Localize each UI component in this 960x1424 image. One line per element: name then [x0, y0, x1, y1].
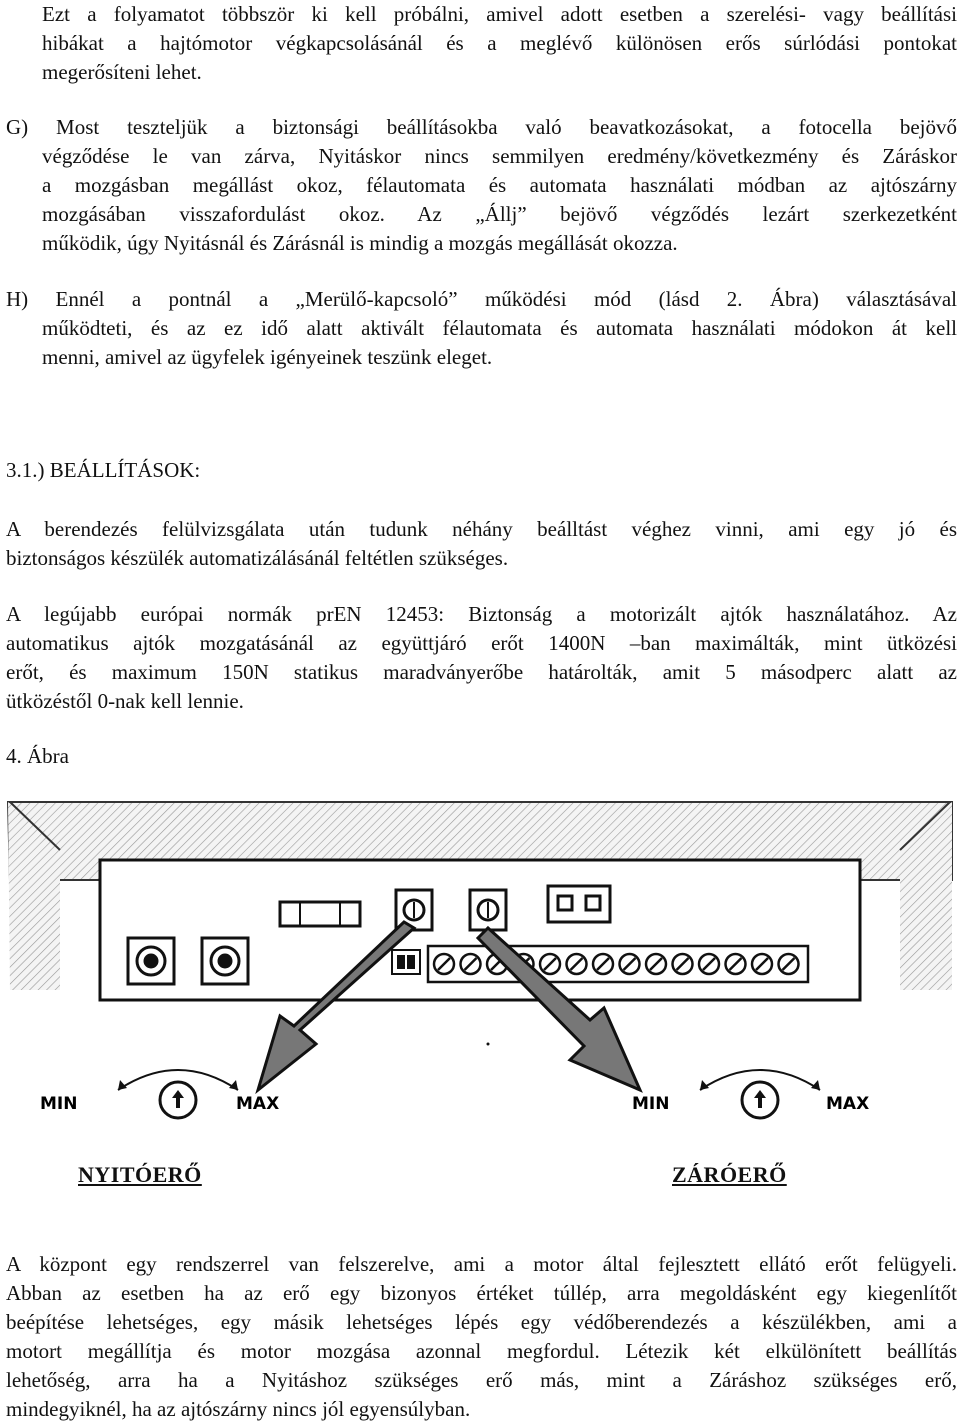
dial-arc	[699, 1069, 821, 1091]
screw-slot	[675, 957, 690, 971]
section-heading: 3.1.) BEÁLLÍTÁSOK:	[6, 458, 201, 482]
screw-slot	[781, 957, 796, 971]
text-line: végződése le van zárva, Nyitáskor nincs …	[42, 144, 957, 168]
text-line: H) Ennél a pontnál a „Merülő-kapcsoló” m…	[6, 287, 957, 311]
text-line: erőt, és maximum 150N statikus maradvány…	[6, 660, 957, 684]
text-line: G) Most teszteljük a biztonsági beállítá…	[6, 115, 957, 139]
label-closing-force: ZÁRÓERŐ	[672, 1162, 787, 1187]
text-line: Ezt a folyamatot többször ki kell próbál…	[42, 2, 957, 26]
paragraph-settings: A berendezés felülvizsgálata után tudunk…	[6, 515, 957, 573]
up-arrow-icon	[754, 1090, 766, 1108]
screw-slot	[728, 957, 743, 971]
screw-slot	[543, 957, 557, 971]
dial-arc	[117, 1069, 239, 1091]
up-arrow-icon	[172, 1090, 184, 1108]
text-line: motort megállítja és motor mozgása azonn…	[6, 1339, 957, 1363]
arrow-left	[255, 920, 417, 1095]
paragraph-g: G) Most teszteljük a biztonsági beállítá…	[6, 113, 957, 258]
arrow-right	[475, 925, 643, 1093]
text-line: A központ egy rendszerrel van felszerelv…	[6, 1252, 957, 1276]
text-line: Abban az esetben ha az erő egy bizonyos …	[6, 1281, 957, 1305]
screw-slot	[622, 957, 637, 971]
screw-slot	[649, 957, 663, 971]
button-left-1	[126, 936, 176, 986]
label-opening-force: NYITÓERŐ	[78, 1162, 202, 1187]
dial-min-label: MIN	[632, 1094, 669, 1114]
dial-max-label: MAX	[236, 1094, 279, 1114]
text-line: beépítése lehetséges, egy másik lehetség…	[6, 1310, 957, 1334]
connector-block	[546, 884, 612, 924]
text-line: megerősíteni lehet.	[42, 60, 202, 84]
screw-slot	[596, 957, 610, 971]
fuse	[278, 900, 362, 928]
paragraph-intro: Ezt a folyamatot többször ki kell próbál…	[42, 0, 957, 87]
trimmer-close-force	[468, 888, 508, 932]
text-line: lehetőség, arra ha a Nyitáshoz szükséges…	[6, 1368, 957, 1392]
control-board-figure: MIN MAX MIN MAX	[6, 801, 953, 1120]
screw-slot	[569, 957, 584, 971]
text-line: menni, amivel az ügyfelek igényeinek tes…	[42, 345, 493, 369]
figure-caption: 4. Ábra	[6, 744, 69, 768]
text-line: működteti, és az ez idő alatt aktivált f…	[42, 316, 957, 340]
screw-slot	[702, 957, 716, 971]
screw-slot	[437, 957, 451, 971]
text-line: mozgásában visszafordulást okoz. Az „Áll…	[42, 202, 957, 226]
text-line: biztonságos készülék automatizálásánál f…	[6, 546, 509, 570]
text-line: A legújabb európai normák prEN 12453: Bi…	[6, 602, 957, 626]
dial-left: MIN MAX	[40, 1069, 279, 1120]
screw-slot	[755, 957, 769, 971]
dial-right: MIN MAX	[632, 1069, 869, 1120]
dial-min-label: MIN	[40, 1094, 77, 1114]
text-line: automatikus ajtók mozgatásánál az együtt…	[6, 631, 957, 655]
text-line: ütközéstől 0-nak kell lennie.	[6, 689, 244, 713]
dial-max-label: MAX	[826, 1094, 869, 1114]
text-line: működik, úgy Nyitásnál és Zárásnál is mi…	[42, 231, 678, 255]
text-line: mindegyiknél, ha az ajtószárny nincs jól…	[6, 1397, 471, 1421]
screw-slot	[463, 957, 478, 971]
text-line: a mozgásban megállást okoz, félautomata …	[42, 173, 957, 197]
terminal-strip	[426, 944, 810, 984]
paragraph-closing: A központ egy rendszerrel van felszerelv…	[6, 1250, 957, 1424]
dip-switch	[391, 949, 421, 975]
text-line: A berendezés felülvizsgálata után tudunk…	[6, 517, 957, 541]
paragraph-norm: A legújabb európai normák prEN 12453: Bi…	[6, 600, 957, 716]
paragraph-h: H) Ennél a pontnál a „Merülő-kapcsoló” m…	[6, 285, 957, 372]
text-line: hibákat a hajtómotor végkapcsolásánál és…	[42, 31, 957, 55]
button-left-2	[200, 936, 250, 986]
